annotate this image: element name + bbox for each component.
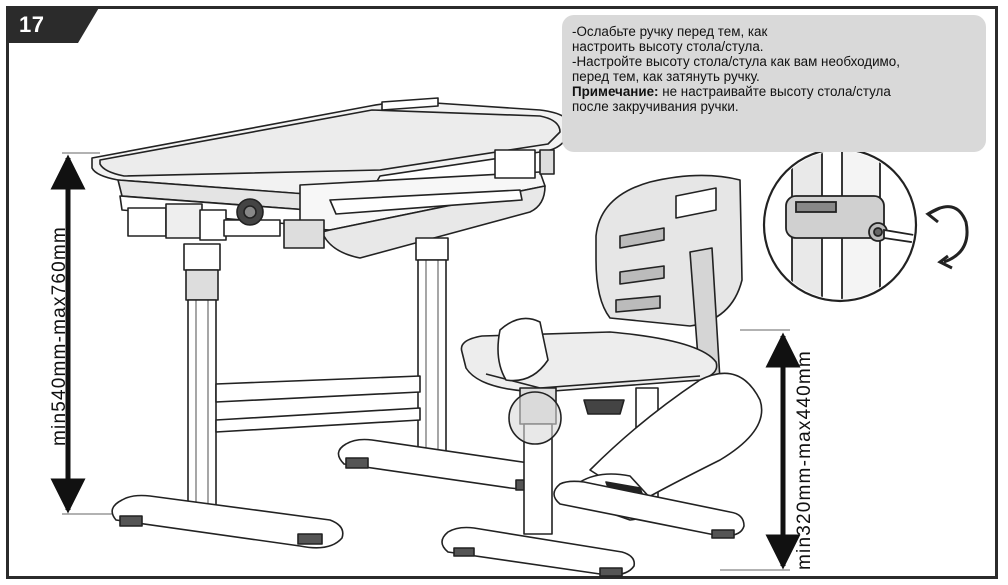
chair-height-arrow xyxy=(720,329,801,571)
note-line-2: настроить высоту стола/стула. xyxy=(572,39,764,54)
page-frame xyxy=(6,6,998,579)
adjustment-note: -Ослабьте ручку перед тем, как настроить… xyxy=(562,15,986,152)
desk-illustration xyxy=(91,97,571,549)
note-line-3: -Настройте высоту стола/стула как вам не… xyxy=(572,54,900,69)
step-badge: 17 xyxy=(6,6,100,43)
note-text: не настраивайте высоту стола/стула xyxy=(658,84,891,99)
hex-key-clamp-detail xyxy=(762,147,969,303)
chair-height-label: min320mm-max440mm xyxy=(794,350,815,570)
note-label: Примечание: xyxy=(572,84,659,99)
note-line-1: -Ослабьте ручку перед тем, как xyxy=(572,24,768,39)
step-number: 17 xyxy=(19,12,45,37)
step-badge-shape xyxy=(6,6,100,43)
desk-height-label: min540mm-max760mm xyxy=(49,226,70,446)
note-line-6: после закручивания ручки. xyxy=(572,99,739,114)
note-line-4: перед тем, как затянуть ручку. xyxy=(572,69,760,84)
desk-height-arrow xyxy=(50,152,120,515)
note-line-5: Примечание: не настраивайте высоту стола… xyxy=(572,84,974,99)
chair-illustration xyxy=(441,174,763,577)
